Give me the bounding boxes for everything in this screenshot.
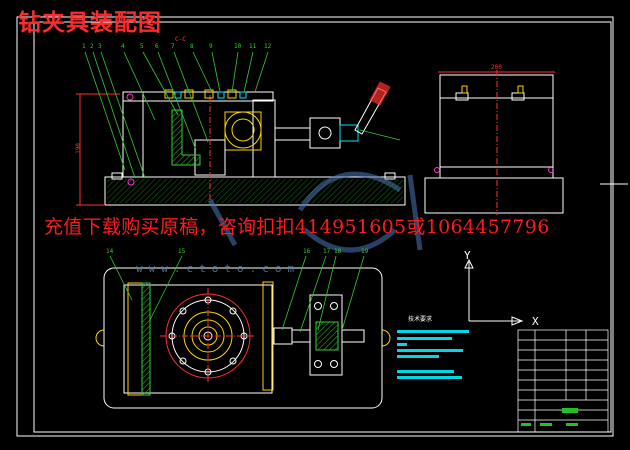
callout-number: 5 (140, 43, 144, 50)
top-view (95, 255, 391, 409)
callout-number: 16 (303, 248, 311, 255)
callout-number: 19 (361, 248, 369, 255)
side-view (424, 70, 628, 215)
ucs-axis (464, 258, 524, 326)
title-block-green-cells (521, 408, 578, 426)
callout-number: 17 (323, 248, 331, 255)
callout-number: 9 (209, 43, 213, 50)
callout-number: 4 (121, 43, 125, 50)
callout-number: 10 (234, 43, 242, 50)
callout-number: 7 (171, 43, 175, 50)
watermark-logo (207, 171, 423, 253)
site-watermark: www.ctoto.com (136, 262, 301, 275)
technical-requirements-title: 技术要求 (408, 316, 433, 323)
callout-number: 15 (178, 248, 186, 255)
callout-number: 12 (264, 43, 272, 50)
callout-number: 1 (82, 43, 86, 50)
purchase-watermark: 充值下载购买原稿，咨询扣扣414951605或1064457796 (44, 216, 550, 238)
drawing-title: 钻夹具装配图 (18, 9, 162, 36)
drawing-frame (16, 16, 614, 437)
width-dimension: 200 (491, 64, 502, 71)
title-block (517, 329, 609, 433)
axis-x-label: X (532, 315, 539, 328)
callout-number: 14 (106, 248, 114, 255)
callout-number: 8 (190, 43, 194, 50)
callout-number: 11 (249, 43, 257, 50)
axis-y-label: Y (464, 249, 471, 262)
height-dimension: 190 (74, 143, 82, 154)
callout-leaders (84, 51, 401, 179)
section-label: C-C (175, 36, 186, 43)
front-view (76, 81, 406, 206)
callout-number: 6 (155, 43, 159, 50)
callout-number: 2 (90, 43, 94, 50)
callout-number: 18 (334, 248, 342, 255)
technical-requirements (397, 330, 469, 379)
callout-number: 3 (98, 43, 102, 50)
